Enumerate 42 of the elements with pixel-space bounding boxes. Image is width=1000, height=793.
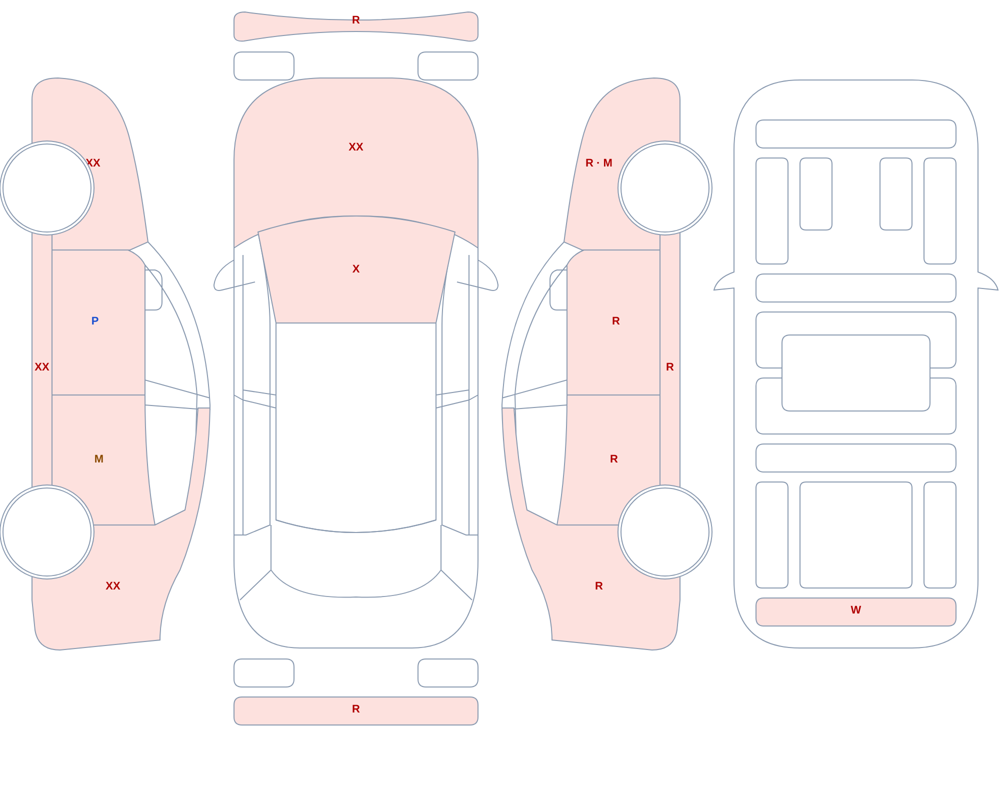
lamp-outline [234, 659, 294, 687]
damage-code: XX [106, 582, 120, 592]
damage-code: X [352, 264, 360, 276]
underbody-panel [756, 444, 956, 472]
lamp-outline [418, 52, 478, 80]
hood-panel [234, 78, 478, 248]
underbody-panel [782, 335, 930, 411]
underbody-panel [924, 158, 956, 264]
underbody-panel [756, 598, 956, 626]
lamp-outline [418, 659, 478, 687]
damage-code: R [612, 316, 620, 328]
underbody-panel [756, 274, 956, 302]
underbody-panel [924, 482, 956, 588]
damage-code: XX [348, 142, 364, 154]
underbody-panel [756, 482, 788, 588]
underbody-panel [800, 158, 832, 230]
damage-code: R [595, 582, 603, 592]
door-panel [557, 395, 660, 525]
underbody-panel [800, 482, 912, 588]
door-panel [567, 250, 660, 395]
damage-code: W [850, 606, 862, 616]
damage-code: R [666, 362, 674, 374]
door-panel [52, 250, 145, 395]
door-panel [52, 395, 155, 525]
damage-code: P [91, 316, 99, 328]
rocker-panel [660, 232, 680, 488]
bumper-panel [234, 697, 478, 725]
rocker-panel [32, 232, 52, 488]
damage-code: XX [34, 362, 50, 374]
windshield-panel [258, 216, 455, 323]
damage-code: R · M [586, 158, 612, 170]
underbody-panel [756, 120, 956, 148]
wheel-circle [617, 484, 713, 580]
damage-code: R [352, 16, 360, 26]
wheel-circle [617, 140, 713, 236]
damage-code: R [610, 454, 618, 466]
bumper-panel [234, 12, 478, 42]
damage-code: M [94, 454, 104, 466]
damage-code: R [352, 704, 360, 716]
underbody-panel [756, 158, 788, 264]
underbody-panel [880, 158, 912, 230]
lamp-outline [234, 52, 294, 80]
